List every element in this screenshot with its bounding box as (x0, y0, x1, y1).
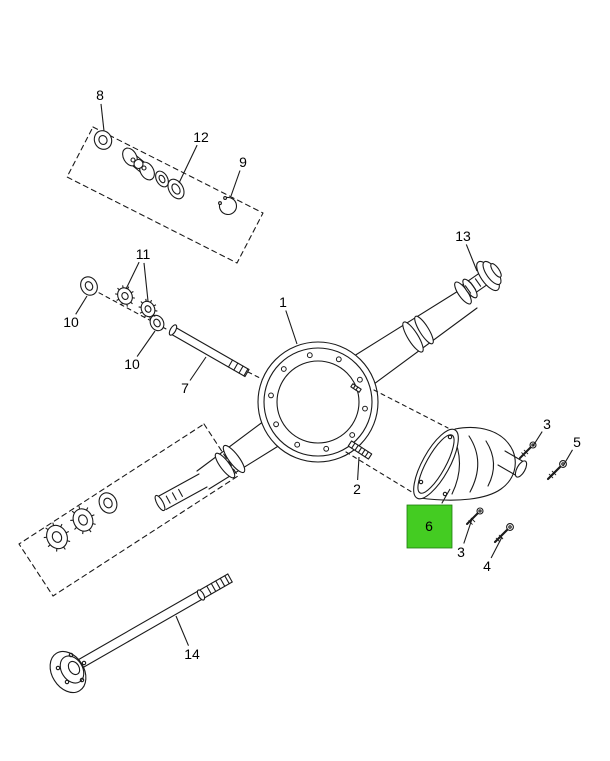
callout-3b: 3 (455, 518, 473, 562)
callout-label: 4 (483, 558, 491, 574)
leader-line (357, 456, 360, 481)
callout-label: 14 (184, 646, 200, 662)
callout-6: 6 (406, 488, 453, 549)
leader-line (136, 330, 156, 357)
callout-label: 7 (181, 380, 189, 396)
axle-shaft (49, 573, 233, 694)
callout-label: 5 (573, 434, 581, 450)
leader-line (143, 262, 149, 302)
leader-line (562, 449, 573, 467)
lock-washer (70, 505, 96, 535)
callout-5: 5 (562, 432, 583, 467)
differential-carrier (413, 426, 528, 501)
leader-line (189, 356, 207, 381)
callout-13: 13 (453, 226, 478, 272)
wheel-end (454, 260, 502, 305)
assembly-guide-box-axle-shaft (18, 423, 239, 597)
axle-shaft-flange (49, 650, 87, 694)
leader-line (532, 431, 543, 447)
callout-layer: 8 12 9 11 10 10 7 1 13 2 3 5 6 3 4 14 (61, 85, 583, 664)
pinion-bearing (155, 170, 169, 188)
flange-stud (350, 383, 362, 393)
carrier-bolt-upper (519, 441, 537, 459)
callout-label: 13 (455, 228, 471, 244)
carrier-bolt-right (546, 460, 567, 481)
axle-tube-right (353, 287, 478, 385)
spindle-left (154, 473, 208, 512)
callout-label: 6 (425, 518, 433, 534)
callout-label: 1 (279, 294, 287, 310)
callout-label: 2 (353, 481, 361, 497)
leader-line (175, 615, 190, 646)
leader-line (125, 261, 140, 290)
leader-line (463, 518, 473, 544)
housing-bolt-holes (268, 352, 368, 452)
callout-2: 2 (351, 456, 363, 499)
spindle-nut (98, 492, 118, 514)
carrier-guide-lines (345, 389, 449, 498)
pinion-washer (80, 276, 98, 296)
mounting-stud (347, 440, 373, 460)
carrier-bolt-lower (466, 507, 484, 525)
pinion-seal (167, 178, 185, 200)
leader-line (490, 536, 503, 559)
callout-11: 11 (125, 244, 152, 302)
highlight-box (406, 504, 453, 549)
callout-label: 11 (136, 246, 151, 262)
assembly-axis-lines (91, 288, 265, 381)
callout-7: 7 (179, 356, 207, 398)
callout-10a: 10 (61, 295, 88, 332)
callout-label: 10 (124, 356, 140, 372)
axle-tube-left (154, 420, 281, 512)
callout-4: 4 (481, 536, 503, 576)
callout-label: 9 (239, 154, 247, 170)
yoke-washer (93, 130, 113, 150)
callout-10b: 10 (122, 330, 156, 374)
callout-1: 1 (277, 292, 298, 345)
leader-line (75, 295, 88, 315)
pinion-shaft (168, 324, 250, 378)
carrier-bolt-bottom (493, 523, 514, 544)
callout-label: 8 (96, 87, 104, 103)
callout-label: 10 (63, 314, 79, 330)
leader-line (100, 103, 105, 132)
axle-housing-center (257, 341, 379, 463)
callout-label: 3 (543, 416, 551, 432)
leader-line (178, 144, 198, 184)
callout-14: 14 (175, 615, 202, 664)
callout-12: 12 (178, 127, 211, 184)
u-joint-yoke (122, 147, 155, 181)
assembly-guide-box-driveline (66, 126, 264, 264)
leader-line (285, 310, 298, 345)
pinion-spacer (149, 314, 165, 332)
leader-line (465, 244, 478, 272)
callout-label: 3 (457, 544, 465, 560)
leader-line (230, 170, 241, 197)
callout-9: 9 (230, 152, 249, 197)
spider-gear (138, 298, 158, 320)
snap-ring (218, 196, 238, 216)
callout-3a: 3 (532, 414, 553, 447)
lock-washer (43, 522, 71, 552)
leader-line (441, 488, 451, 504)
callout-8: 8 (94, 85, 106, 132)
callout-label: 12 (193, 129, 209, 145)
spider-gear (115, 285, 135, 307)
